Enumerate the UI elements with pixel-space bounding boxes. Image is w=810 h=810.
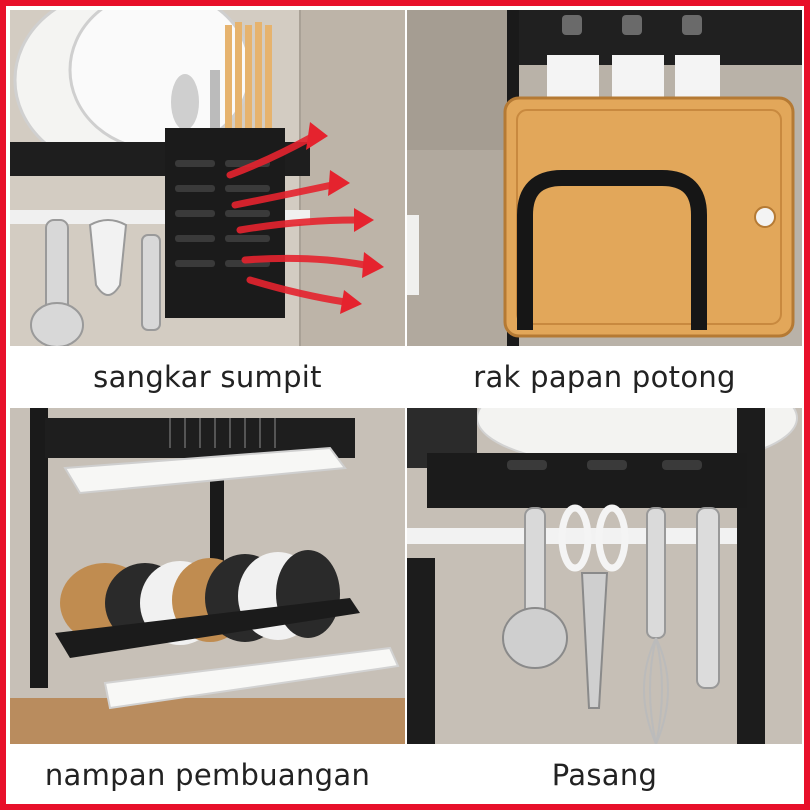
panel-hanging-hooks: Pasang	[407, 408, 802, 804]
caption-pasang: Pasang	[551, 758, 658, 792]
panel-chopstick-cage: sangkar sumpit	[10, 10, 405, 410]
cutting-board-rack-photo	[407, 10, 802, 346]
hanging-hooks-photo	[407, 408, 802, 744]
drain-tray-photo	[10, 408, 405, 744]
panel-drain-tray: nampan pembuangan	[10, 408, 405, 804]
caption-nampan-pembuangan: nampan pembuangan	[44, 758, 371, 792]
panel-cutting-board-rack: rak papan potong	[407, 10, 802, 410]
caption-sangkar-sumpit: sangkar sumpit	[93, 360, 322, 394]
chopstick-cage-photo	[10, 10, 405, 346]
image-frame: sangkar sumpit	[6, 6, 804, 804]
caption-rak-papan-potong: rak papan potong	[473, 360, 736, 394]
